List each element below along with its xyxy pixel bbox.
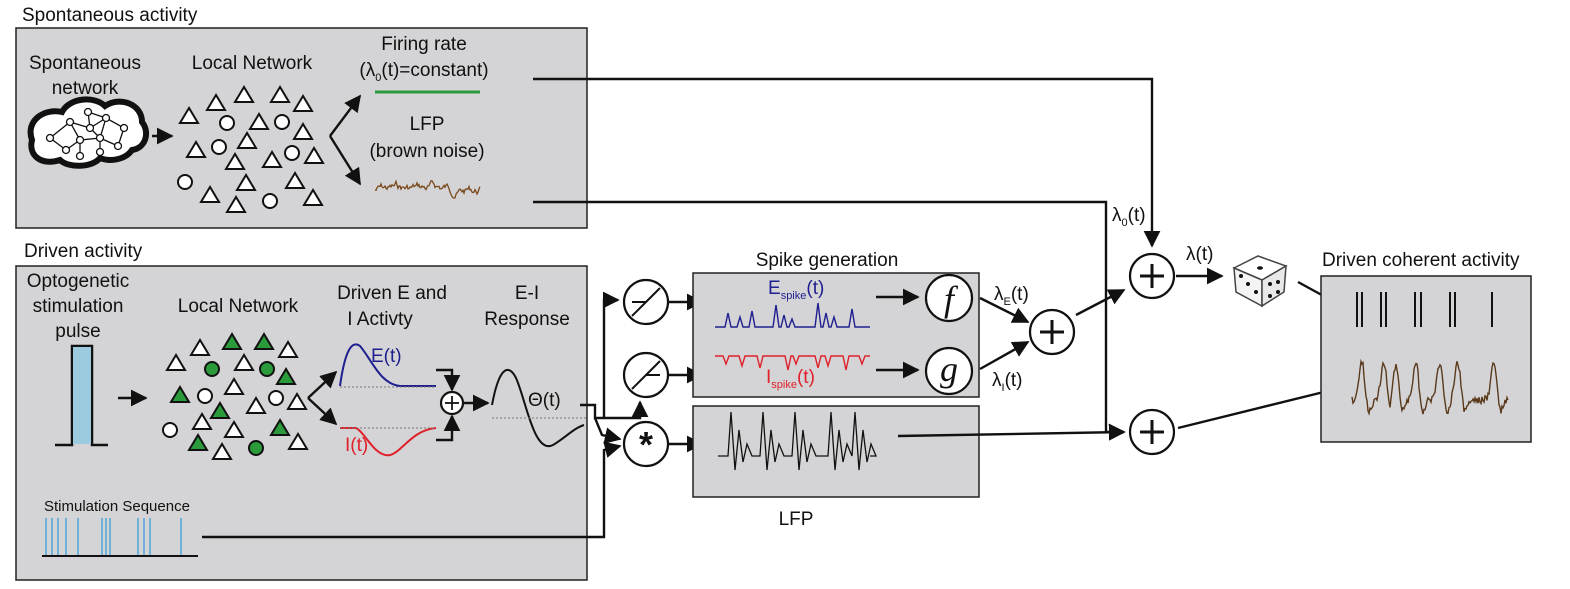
firing-rate-feed-arrow [533,77,1161,248]
stimulation-pulse-outline [55,344,108,447]
e-to-sum-arrow [436,368,461,392]
g-to-sum-arrow [979,340,1030,371]
driven-lfp-to-sum-arrow [897,423,1126,441]
optogenetic-label-line1: Optogenetic [27,271,129,292]
g-symbol: g [940,349,958,389]
convolution-op: * [622,420,670,468]
e-activity-label: E(t) [371,346,402,367]
lfp-label: LFP [410,114,445,135]
i-activity-trace [340,427,437,457]
driven-lfp-trace [718,411,877,471]
dice-icon [1232,255,1288,308]
lambda-ei-sum-op [1028,308,1076,356]
i-activity-label: I(t) [345,435,368,456]
response-to-rectify-arrow [580,400,649,420]
response-to-half-wave-arrow [602,291,620,418]
output-panel [1320,275,1532,443]
firing-rate-label: Firing rate [381,34,467,55]
lambda-t-label: λ(t) [1186,244,1213,265]
spike-generation-title: Spike generation [756,250,899,271]
lambda-0-label: λ0(t) [1112,205,1146,229]
driven-panel [15,265,588,581]
driven-lfp-label: LFP [779,509,814,530]
stim-sequence-to-convolve-arrow [202,441,622,539]
firing-rate-formula: (λ0(t)=constant) [359,60,488,84]
response-to-convolve-arrow [593,417,622,444]
brown-noise-trace [374,179,481,199]
g-nonlinearity-op [924,346,974,396]
brown-noise-label: (brown noise) [369,141,484,162]
i-spike-trace [715,355,870,371]
spontaneous-local-network-label: Local Network [192,53,313,74]
stimulation-sequence-spikes [45,518,182,555]
driven-ei-label-line1: Driven E and [337,283,447,304]
output-spike-raster [1356,292,1493,327]
driven-ei-label-line2: I Activty [347,309,413,330]
ei-response-label-line1: E-I [515,283,539,304]
ei-sum-operator [439,390,465,416]
spontaneous-network-label-line1: Spontaneous [29,53,141,74]
lambda-e-label: λE(t) [994,284,1029,308]
theta-label: Θ(t) [528,390,561,411]
stimulation-pulse-fill [73,347,91,444]
network-to-e-arrow [307,370,338,399]
lfp-sum-to-output-arrow [1177,383,1342,430]
f-to-sum-arrow [979,296,1030,324]
brain-network-icon [27,96,150,169]
i-spike-label: Ispike(t) [766,367,815,391]
i-to-sum-arrow [436,414,461,442]
lfp-sum-op [1128,408,1176,456]
network-to-i-arrow [307,397,338,426]
spontaneous-neuron-population [177,85,325,213]
ei-response-trace [491,369,585,448]
spontaneous-section-title: Spontaneous activity [22,5,198,26]
lambda-i-label: λI(t) [992,370,1023,394]
optogenetic-label-line2: stimulation [33,296,124,317]
spontaneous-network-label-line2: network [52,78,119,99]
ei-sum-to-total-arrow [1075,288,1126,317]
e-activity-trace [339,343,436,387]
e-spike-trace [715,302,870,328]
network-to-firing-arrow [329,94,362,137]
ei-response-label-line2: Response [484,309,570,330]
driven-local-network-label: Local Network [178,296,299,317]
network-to-lfp-arrow [328,135,362,186]
stimulation-sequence-label: Stimulation Sequence [44,498,190,515]
inverted-rectifier-op [622,351,670,399]
svg-text:*: * [639,424,653,465]
driven-neuron-population [162,332,309,460]
driven-lfp-panel [692,405,980,498]
output-lfp-trace [1351,358,1509,416]
e-spike-label: Espike(t) [768,278,824,302]
f-nonlinearity-op [924,273,974,323]
half-wave-rectifier-op [622,278,670,326]
driven-section-title: Driven activity [24,241,143,262]
total-rate-sum-op [1128,252,1176,300]
driven-coherent-activity-title: Driven coherent activity [1322,250,1520,271]
optogenetic-label-line3: pulse [55,321,100,342]
